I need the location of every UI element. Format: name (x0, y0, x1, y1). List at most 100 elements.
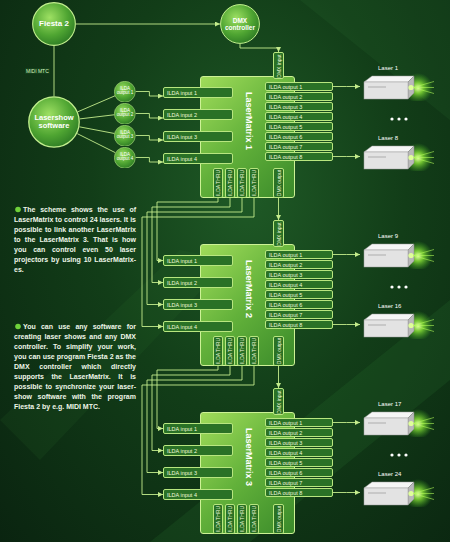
thru-port: ILDA THRU (249, 504, 259, 534)
node-label: ILDA output 1 (269, 84, 302, 90)
node-label: ILDA input 4 (167, 324, 197, 330)
output-port: ILDA output 8 (265, 320, 333, 329)
output-port: ILDA output 3 (265, 102, 333, 111)
box-title: LaserMatrix 1 (244, 92, 254, 150)
node-label: ILDA input 3 (167, 302, 197, 308)
node-label: Lasershow software (33, 114, 76, 131)
node-label: ILDA input 4 (167, 492, 197, 498)
thru-port: ILDA THRU (213, 168, 223, 198)
dmx-output-port: DMX output (273, 336, 284, 366)
note-paragraph: The scheme shows the use of LaserMatrix … (14, 205, 136, 275)
lasermatrix-box: LaserMatrix 3ILDA input 1ILDA input 2ILD… (200, 412, 295, 534)
thru-port: ILDA THRU (225, 504, 235, 534)
node-label: ILDA output 2 (269, 430, 302, 436)
node-label: DMX input (276, 222, 282, 245)
connector (77, 134, 115, 153)
laser-projector: Laser 24 (360, 470, 436, 510)
output-port: ILDA output 5 (265, 290, 333, 299)
node-label: ILDA output 5 (269, 292, 302, 298)
output-port: ILDA output 5 (265, 458, 333, 467)
node-label: ILDA output 4 (269, 282, 302, 288)
node-label: ILDA THRU (251, 506, 257, 532)
circle-fill (33, 3, 76, 46)
connector (278, 366, 279, 388)
dmx-input-port: DMX input (273, 220, 284, 247)
node-label: ILDA output 7 (269, 480, 302, 486)
connector (333, 156, 360, 157)
laser-icon (360, 241, 436, 269)
node-label: DMX input (276, 390, 282, 413)
node-label: ILDA input 3 (167, 470, 197, 476)
output-port: ILDA output 4 (265, 280, 333, 289)
dmx-output-port: DMX output (273, 168, 284, 198)
dmx-output-port: DMX output (273, 504, 284, 534)
node-label: ILDA output 2 (269, 94, 302, 100)
connector (80, 127, 115, 134)
laser-projector: Laser 9 (360, 232, 436, 272)
node-label: ILDA output 5 (269, 460, 302, 466)
connector (76, 24, 220, 25)
connector (333, 86, 360, 87)
node-label: ILDA THRU (227, 506, 233, 532)
connector (333, 492, 360, 493)
node-label: ILDA output 3 (269, 104, 302, 110)
input-port: ILDA input 3 (163, 467, 233, 478)
input-port: ILDA input 4 (163, 489, 233, 500)
light-band (150, 300, 450, 542)
box-title: LaserMatrix 3 (244, 428, 254, 486)
node-label: ILDA output 6 (269, 134, 302, 140)
input-port: ILDA input 4 (163, 321, 233, 332)
node-label: DMX output (276, 338, 282, 364)
software-circle: DMX controller (220, 4, 260, 44)
node-label: ILDA THRU (239, 338, 245, 364)
input-port: ILDA input 1 (163, 423, 233, 434)
connector (333, 324, 360, 325)
output-port: ILDA output 5 (265, 122, 333, 131)
output-port: ILDA output 6 (265, 300, 333, 309)
node-label: DMX input (276, 54, 282, 77)
node-label: Laser 17 (360, 400, 436, 408)
node-label: ILDA output 6 (269, 302, 302, 308)
connector (333, 422, 360, 423)
software-circle: Lasershow software (28, 96, 80, 148)
input-port: ILDA input 1 (163, 87, 233, 98)
node-label: ILDA THRU (215, 338, 221, 364)
output-port: ILDA output 6 (265, 468, 333, 477)
node-label: ILDA output 1 (116, 87, 134, 97)
box-title: LaserMatrix 2 (244, 260, 254, 318)
output-port: ILDA output 3 (265, 438, 333, 447)
laser-icon (360, 73, 436, 101)
laser-icon (360, 143, 436, 171)
lasermatrix-box: LaserMatrix 2ILDA input 1ILDA input 2ILD… (200, 244, 295, 366)
node-label: ILDA output 3 (269, 272, 302, 278)
circle-fill (115, 81, 136, 102)
circle-fill (115, 103, 136, 124)
output-port: ILDA output 8 (265, 488, 333, 497)
node-label: ILDA input 3 (167, 134, 197, 140)
input-port: ILDA input 1 (163, 255, 233, 266)
output-circle: ILDA output 1 (114, 81, 136, 103)
output-port: ILDA output 4 (265, 448, 333, 457)
output-port: ILDA output 4 (265, 112, 333, 121)
input-port: ILDA input 3 (163, 299, 233, 310)
laser-icon (360, 409, 436, 437)
node-label: ILDA output 8 (269, 490, 302, 496)
node-label: ILDA input 4 (167, 156, 197, 162)
circle-fill (115, 147, 136, 168)
node-label: Laser 1 (360, 64, 436, 72)
output-circle: ILDA output 4 (114, 147, 136, 169)
node-label: ILDA output 7 (269, 312, 302, 318)
node-label: ILDA output 4 (269, 450, 302, 456)
thru-port: ILDA THRU (225, 336, 235, 366)
connector (136, 91, 163, 96)
laser-icon (360, 479, 436, 507)
node-label: DMX output (276, 170, 282, 196)
node-label: ILDA output 6 (269, 470, 302, 476)
output-port: ILDA output 1 (265, 418, 333, 427)
node-label: ILDA output 4 (269, 114, 302, 120)
thru-port: ILDA THRU (213, 336, 223, 366)
node-label: ILDA THRU (215, 170, 221, 196)
lasermatrix-box: LaserMatrix 1ILDA input 1ILDA input 2ILD… (200, 76, 295, 198)
